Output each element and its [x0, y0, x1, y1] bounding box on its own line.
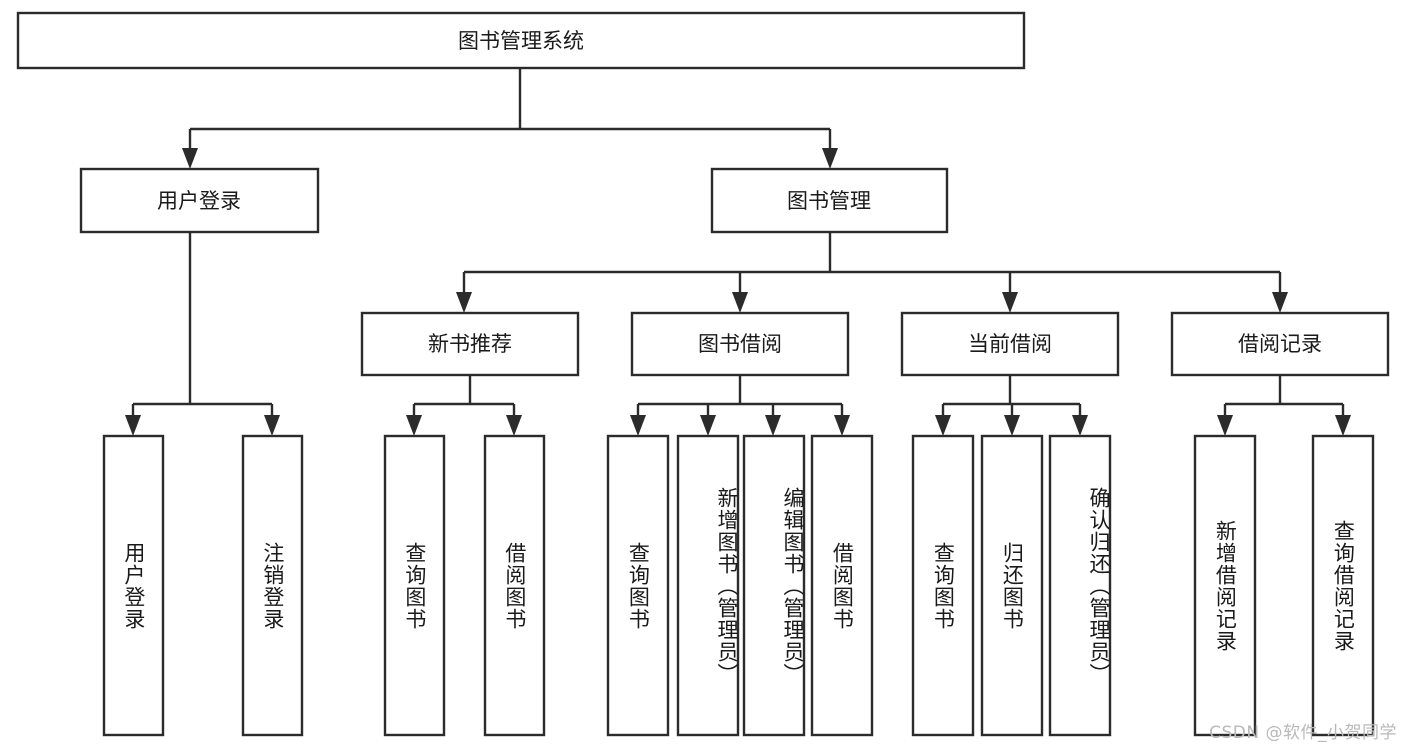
arrow-head-leaf-add-book-admin — [700, 415, 716, 436]
node-label-current-borrow: 当前借阅 — [968, 332, 1052, 356]
arrow-head-user-login — [182, 148, 198, 169]
arrow-head-leaf-query-book-3 — [935, 415, 951, 436]
arrow-head-book-management — [822, 148, 838, 169]
arrow-head-leaf-query-book-1 — [406, 415, 422, 436]
leaf-box-query-book-2[interactable] — [606, 434, 670, 737]
leaf-box-query-book-3[interactable] — [911, 434, 975, 737]
leaf-box-add-borrow-record[interactable] — [1193, 434, 1257, 737]
node-box-book-borrow[interactable] — [630, 311, 850, 377]
arrow-head-leaf-user-login — [125, 415, 141, 436]
node-box-root[interactable] — [16, 11, 1026, 70]
arrow-head-borrow-record — [1272, 292, 1288, 313]
node-box-user-login[interactable] — [79, 167, 320, 234]
node-box-current-borrow[interactable] — [900, 311, 1120, 377]
arrow-head-new-book-recommend — [456, 292, 472, 313]
connector-group-book-management — [456, 232, 1288, 313]
connector-group-current-borrow — [935, 375, 1088, 436]
node-label-user-login: 用户登录 — [157, 189, 241, 213]
arrow-head-leaf-return-book — [1004, 415, 1020, 436]
node-label-book-borrow: 图书借阅 — [698, 332, 782, 356]
arrow-head-leaf-borrow-book-2 — [834, 415, 850, 436]
arrow-head-leaf-logout-login — [264, 415, 280, 436]
arrow-head-leaf-add-borrow-record — [1217, 415, 1233, 436]
watermark-text: CSDN @软件_小贺同学 — [1209, 723, 1397, 743]
leaf-box-logout-login[interactable] — [241, 434, 304, 737]
leaf-box-query-book-1[interactable] — [383, 434, 446, 737]
leaf-box-borrow-book-2[interactable] — [810, 434, 874, 737]
node-box-borrow-record[interactable] — [1170, 311, 1390, 377]
leaf-box-return-book[interactable] — [980, 434, 1044, 737]
leaf-box-confirm-return-admin[interactable] — [1048, 434, 1112, 737]
arrow-head-leaf-confirm-return-admin — [1072, 415, 1088, 436]
arrow-head-current-borrow — [1002, 292, 1018, 313]
node-label-borrow-record: 借阅记录 — [1238, 332, 1322, 356]
leaf-box-user-login[interactable] — [102, 434, 165, 737]
node-label-book-management: 图书管理 — [787, 189, 871, 213]
connector-group-root — [182, 68, 838, 169]
node-box-new-book-recommend[interactable] — [360, 311, 580, 377]
connector-group-user-login — [125, 232, 280, 436]
leaf-box-borrow-book-1[interactable] — [483, 434, 546, 737]
arrow-head-book-borrow — [732, 292, 748, 313]
node-label-root: 图书管理系统 — [458, 29, 584, 53]
arrow-head-leaf-query-borrow-record — [1335, 415, 1351, 436]
node-label-new-book-recommend: 新书推荐 — [428, 332, 512, 356]
arrow-head-leaf-query-book-2 — [630, 415, 646, 436]
arrow-head-leaf-borrow-book-1 — [506, 415, 522, 436]
node-box-book-management[interactable] — [710, 167, 949, 234]
connector-group-new-book-recommend — [406, 375, 522, 436]
connector-group-borrow-record — [1217, 375, 1351, 436]
leaf-box-query-borrow-record[interactable] — [1311, 434, 1375, 737]
leaf-box-add-book-admin[interactable] — [676, 434, 740, 737]
leaf-box-edit-book-admin[interactable] — [742, 434, 806, 737]
arrow-head-leaf-edit-book-admin — [765, 415, 781, 436]
connector-group-book-borrow — [630, 375, 850, 436]
